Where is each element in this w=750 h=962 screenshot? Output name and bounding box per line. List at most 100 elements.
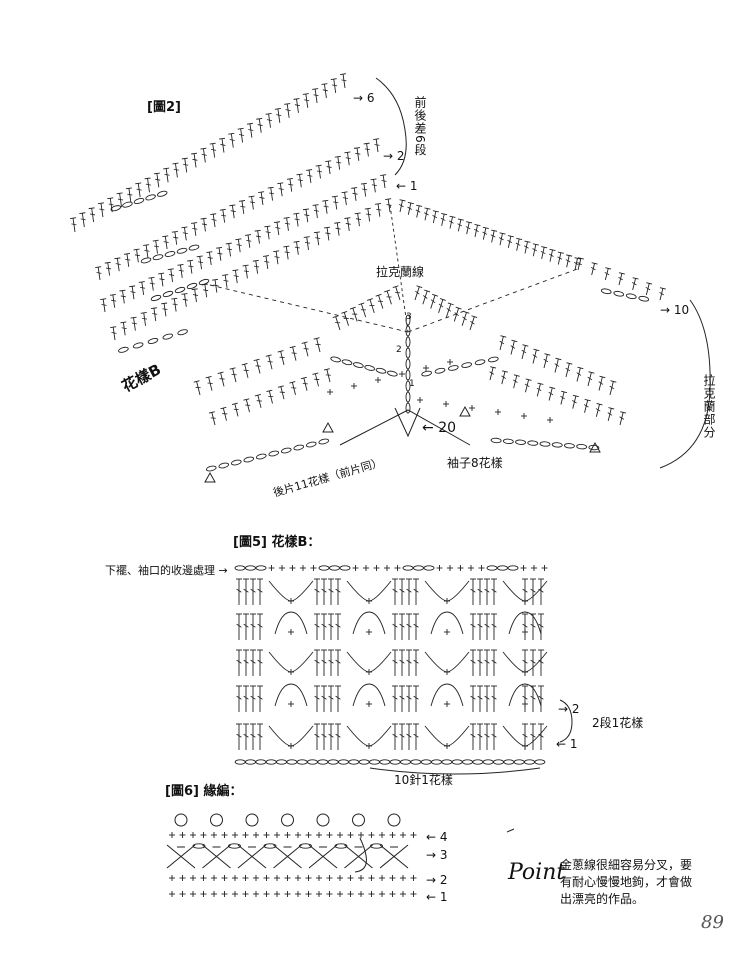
double-crochet-top (242, 264, 249, 267)
double-crochet-slash (491, 659, 497, 664)
double-crochet-slash (399, 588, 405, 593)
chain-stitch (431, 759, 442, 765)
double-crochet-top (171, 230, 178, 233)
double-crochet-stitch (109, 198, 113, 213)
double-crochet-top (228, 132, 235, 135)
double-crochet-slash (275, 227, 281, 229)
double-crochet-stitch (342, 74, 346, 89)
double-crochet-top (153, 172, 160, 175)
double-crochet-top (596, 403, 603, 406)
double-crochet-slash (399, 733, 405, 738)
picot-stitch (387, 813, 401, 827)
double-crochet-top (344, 151, 351, 154)
double-crochet-stitch (382, 175, 386, 189)
double-crochet-top (167, 268, 174, 271)
double-crochet-slash (538, 659, 544, 664)
double-crochet-top (210, 213, 217, 216)
double-crochet-top (237, 127, 244, 130)
double-crochet-slash (276, 114, 282, 117)
double-crochet-slash (530, 733, 536, 738)
fig5-row-1-label: 1 (569, 737, 578, 751)
double-crochet-stitch (461, 312, 467, 326)
double-crochet-stitch (587, 372, 592, 387)
double-crochet-slash (162, 308, 168, 311)
double-crochet-top (130, 316, 137, 319)
double-crochet-top (332, 315, 339, 319)
double-crochet-stitch (228, 243, 231, 257)
double-crochet-stitch (373, 179, 376, 193)
double-crochet-slash (71, 223, 77, 226)
double-crochet-slash (335, 659, 341, 664)
row-2-marker: → 2 (383, 149, 405, 163)
double-crochet-top (264, 225, 271, 228)
double-crochet-stitch (346, 152, 350, 166)
double-crochet-top (191, 152, 198, 155)
double-crochet-stitch (565, 363, 570, 378)
double-crochet-slash (321, 588, 327, 593)
double-crochet-slash (470, 733, 476, 738)
picot-stitch (281, 813, 294, 827)
chain-stitch (405, 369, 411, 381)
double-crochet-slash (335, 227, 341, 230)
double-crochet-top (549, 248, 556, 252)
double-crochet-slash (294, 218, 300, 221)
double-crochet-stitch (344, 192, 347, 206)
double-crochet-slash (307, 174, 313, 177)
double-crochet-stitch (343, 312, 349, 326)
double-crochet-stitch (275, 251, 279, 265)
double-crochet-top (334, 155, 341, 158)
double-crochet-top (162, 235, 169, 238)
crossed-stitch (344, 844, 373, 869)
double-crochet-stitch (327, 161, 331, 175)
double-crochet-slash (250, 695, 256, 700)
double-crochet-stitch (314, 373, 319, 387)
chain-stitch (447, 365, 459, 371)
double-crochet-stitch (280, 386, 285, 400)
double-crochet-slash (240, 205, 246, 208)
double-crochet-slash (345, 223, 351, 225)
double-crochet-slash (607, 412, 613, 416)
point-heading: Point (508, 860, 566, 885)
double-crochet-top (312, 372, 319, 375)
chain-stitch (318, 438, 330, 445)
chain-stitch (176, 247, 188, 254)
double-crochet-slash (108, 203, 114, 206)
double-crochet-slash (619, 416, 625, 420)
double-crochet-stitch (466, 222, 470, 235)
double-crochet-slash (598, 381, 604, 385)
fig6-row-1-label: 1 (439, 890, 448, 904)
double-crochet-stitch (122, 322, 126, 336)
double-crochet-stitch (100, 203, 104, 218)
double-crochet-top (416, 204, 423, 207)
double-crochet-slash (540, 250, 546, 255)
raglan-sub-2: 2 (396, 345, 402, 355)
chain-stitch (482, 759, 494, 765)
double-crochet-stitch (72, 218, 76, 233)
chain-stitch (152, 254, 164, 261)
double-crochet-top (659, 287, 666, 290)
double-crochet-top (289, 381, 296, 384)
double-crochet-slash (153, 245, 160, 248)
double-crochet-slash (257, 733, 263, 738)
double-crochet-stitch (645, 283, 650, 296)
chain-stitch (150, 294, 162, 302)
double-crochet-slash (328, 733, 334, 738)
double-crochet-top (187, 259, 194, 262)
double-crochet-top (119, 289, 126, 292)
double-crochet-slash (498, 237, 504, 241)
figure-6-title: [圖6] 緣編： (165, 784, 243, 799)
double-crochet-stitch (279, 183, 283, 197)
double-crochet-slash (538, 588, 544, 593)
double-crochet-top (97, 202, 105, 205)
double-crochet-stitch (591, 263, 596, 276)
double-crochet-slash (250, 733, 256, 738)
double-crochet-top (277, 182, 284, 185)
double-crochet-top (244, 234, 252, 236)
double-crochet-slash (211, 149, 217, 151)
double-crochet-top (229, 204, 236, 207)
chain-stitch (410, 759, 422, 765)
double-crochet-top (471, 315, 478, 319)
double-crochet-top (566, 362, 573, 365)
double-crochet-top (152, 239, 159, 242)
double-crochet-stitch (241, 200, 245, 214)
